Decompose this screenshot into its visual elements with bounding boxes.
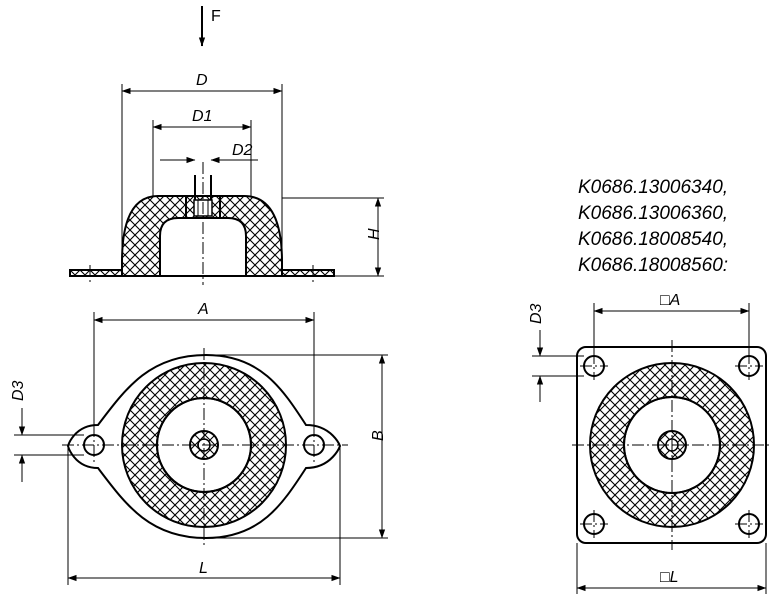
part-number-4: K0686.18008560: bbox=[578, 255, 729, 276]
top-view-oval-flange: A B D3 L bbox=[10, 301, 388, 585]
dimension-d2-label: D2 bbox=[232, 142, 253, 159]
part-number-1: K0686.13006340, bbox=[578, 177, 729, 198]
force-label: F bbox=[211, 8, 221, 25]
dimension-d3-right-label: D3 bbox=[528, 303, 545, 324]
dimension-h-label: H bbox=[366, 228, 383, 240]
top-view-square-flange: □A D3 □L bbox=[528, 292, 772, 594]
part-number-2: K0686.13006360, bbox=[578, 203, 729, 224]
dimension-b-label: B bbox=[370, 430, 387, 441]
side-section-view: D D1 D2 H bbox=[69, 72, 384, 285]
dimension-a-label: A bbox=[197, 301, 209, 318]
dimension-a-square-label: □A bbox=[660, 292, 680, 309]
dimension-d-label: D bbox=[196, 72, 208, 89]
force-arrow: F bbox=[198, 6, 221, 47]
dimension-l-square-label: □L bbox=[660, 569, 679, 586]
part-number-3: K0686.18008540, bbox=[578, 229, 729, 250]
dimension-l-label: L bbox=[199, 560, 208, 577]
dimension-d1-label: D1 bbox=[192, 108, 212, 125]
dimension-d3-left-label: D3 bbox=[10, 380, 27, 401]
